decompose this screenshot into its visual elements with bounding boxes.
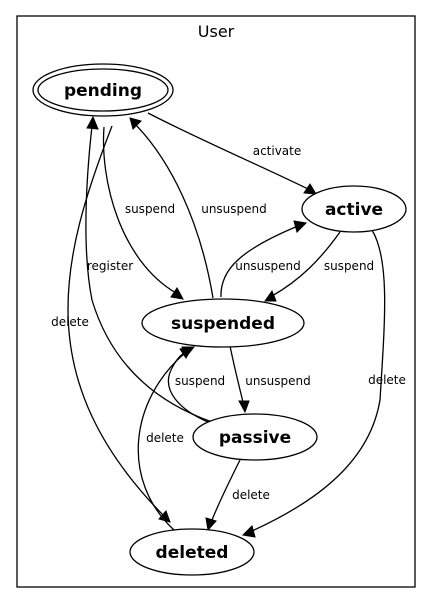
edge-unsuspend-active — [220, 225, 299, 298]
edge-label-delete-pending: delete — [51, 315, 89, 329]
edge-delete-passive-arrow — [205, 517, 217, 532]
edge-label-delete-suspended: delete — [146, 431, 184, 445]
node-pending-label: pending — [64, 81, 142, 101]
edge-activate-arrow — [303, 183, 317, 195]
node-active[interactable]: active — [301, 185, 407, 233]
node-suspended-label: suspended — [171, 314, 275, 334]
edge-suspend-active-arrow — [264, 289, 277, 302]
node-passive[interactable]: passive — [192, 413, 318, 461]
cluster-box — [16, 15, 416, 588]
edge-unsuspend-active-arrow — [293, 220, 308, 233]
edge-label-unsuspend-passive: unsuspend — [245, 374, 311, 388]
edge-activate — [147, 112, 311, 191]
edge-delete-pending — [67, 125, 165, 517]
edge-unsuspend-passive — [229, 345, 244, 403]
cluster-title: User — [198, 22, 235, 41]
edge-delete-suspended — [137, 352, 186, 531]
edge-unsuspend-pending-arrow — [129, 117, 142, 130]
node-pending[interactable]: pending — [32, 63, 174, 117]
node-pending-inner-ring — [37, 68, 169, 112]
edge-delete-passive — [211, 459, 241, 521]
edge-label-register: register — [87, 259, 133, 273]
edge-suspend-active — [271, 231, 341, 297]
edge-label-activate: activate — [253, 144, 302, 158]
node-deleted-label: deleted — [156, 543, 229, 563]
node-suspended-shape — [141, 298, 305, 348]
edge-label-suspend-pending: suspend — [125, 202, 175, 216]
edge-register — [85, 125, 213, 423]
edge-unsuspend-passive-arrow — [238, 400, 250, 414]
node-active-shape — [301, 185, 407, 233]
edge-label-unsuspend-active: unsuspend — [235, 259, 301, 273]
edge-suspend-passive — [167, 351, 209, 423]
node-deleted[interactable]: deleted — [129, 528, 255, 576]
edge-delete-active — [251, 229, 386, 532]
edge-delete-suspended-arrow — [179, 346, 193, 359]
edge-label-delete-passive: delete — [232, 488, 270, 502]
node-passive-shape — [192, 413, 318, 461]
edge-label-suspend-active: suspend — [324, 259, 374, 273]
edge-label-delete-active: delete — [368, 373, 406, 387]
node-suspended[interactable]: suspended — [141, 298, 305, 348]
edge-label-suspend-passive: suspend — [175, 374, 225, 388]
edge-unsuspend-pending — [134, 123, 214, 299]
edge-label-unsuspend-pending: unsuspend — [201, 202, 267, 216]
node-deleted-shape — [129, 528, 255, 576]
node-active-label: active — [325, 200, 383, 220]
node-passive-label: passive — [219, 428, 291, 448]
edge-delete-active-arrow — [241, 525, 256, 538]
edge-register-arrow — [86, 115, 99, 130]
edge-suspend-pending-arrow — [170, 287, 184, 300]
